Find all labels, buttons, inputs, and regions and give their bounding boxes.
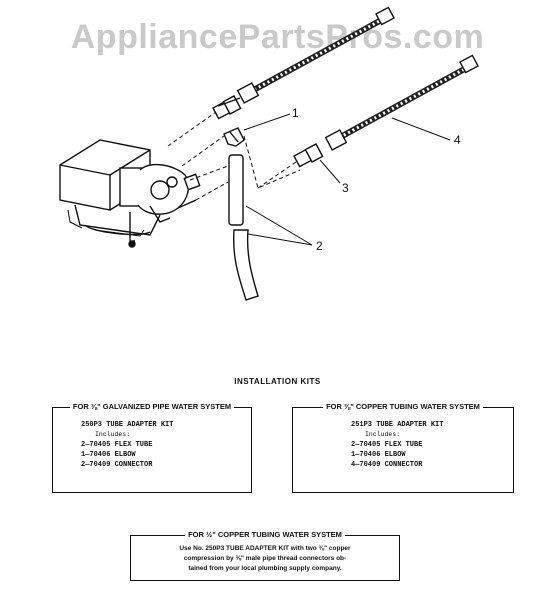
kit-includes: Includes:: [95, 431, 131, 438]
kit-name: 250P3 TUBE ADAPTER KIT: [81, 421, 174, 429]
kit-title: FOR ⅜" GALVANIZED PIPE WATER SYSTEM: [69, 402, 235, 411]
note-line: compression by ⅜" male pipe thread conne…: [183, 555, 347, 562]
kit-item: 2—70409 CONNECTOR: [81, 461, 153, 469]
callout-2: 2: [316, 239, 323, 253]
callout-3: 3: [342, 181, 349, 195]
kit-box-galvanized: FOR ⅜" GALVANIZED PIPE WATER SYSTEM 250P…: [52, 402, 252, 493]
kit-item: 4—70409 CONNECTOR: [351, 461, 423, 469]
assembly-dashed-lines: [167, 111, 301, 201]
kit-title: FOR ½" COPPER TUBING WATER SYSTEM: [185, 530, 345, 539]
installation-kits-title: INSTALLATION KITS: [234, 377, 321, 386]
kit-item: 1—70406 ELBOW: [351, 451, 406, 459]
flex-tube-lower: [324, 54, 479, 151]
callout-4: 4: [454, 133, 461, 147]
leader-lines: [243, 113, 451, 246]
note-line: tained from your local plumbing supply c…: [188, 565, 342, 572]
flex-tube-pieces-2: [228, 154, 259, 301]
kit-box-copper-half: FOR ½" COPPER TUBING WATER SYSTEM Use No…: [130, 530, 400, 581]
connector-3: [293, 143, 324, 168]
callout-1: 1: [292, 106, 299, 120]
kit-includes: Includes:: [365, 431, 401, 438]
kit-item: 1—70406 ELBOW: [81, 451, 136, 459]
kit-box-copper-three-eighths: FOR ⅜" COPPER TUBING WATER SYSTEM 251P3 …: [292, 402, 514, 493]
kit-item: 2—70405 FLEX TUBE: [81, 441, 153, 449]
kit-item: 2—70405 FLEX TUBE: [351, 441, 423, 449]
water-valve-assembly: [59, 139, 201, 248]
elbow-1: [223, 127, 245, 147]
kit-title: FOR ⅜" COPPER TUBING WATER SYSTEM: [323, 402, 483, 411]
note-line: Use No. 250P3 TUBE ADAPTER KIT with two …: [179, 545, 351, 552]
connector-upper: [212, 95, 242, 120]
kit-name: 251P3 TUBE ADAPTER KIT: [351, 421, 444, 429]
flex-tube-upper: [236, 6, 395, 104]
watermark: AppliancePartsPros.com: [70, 18, 485, 56]
